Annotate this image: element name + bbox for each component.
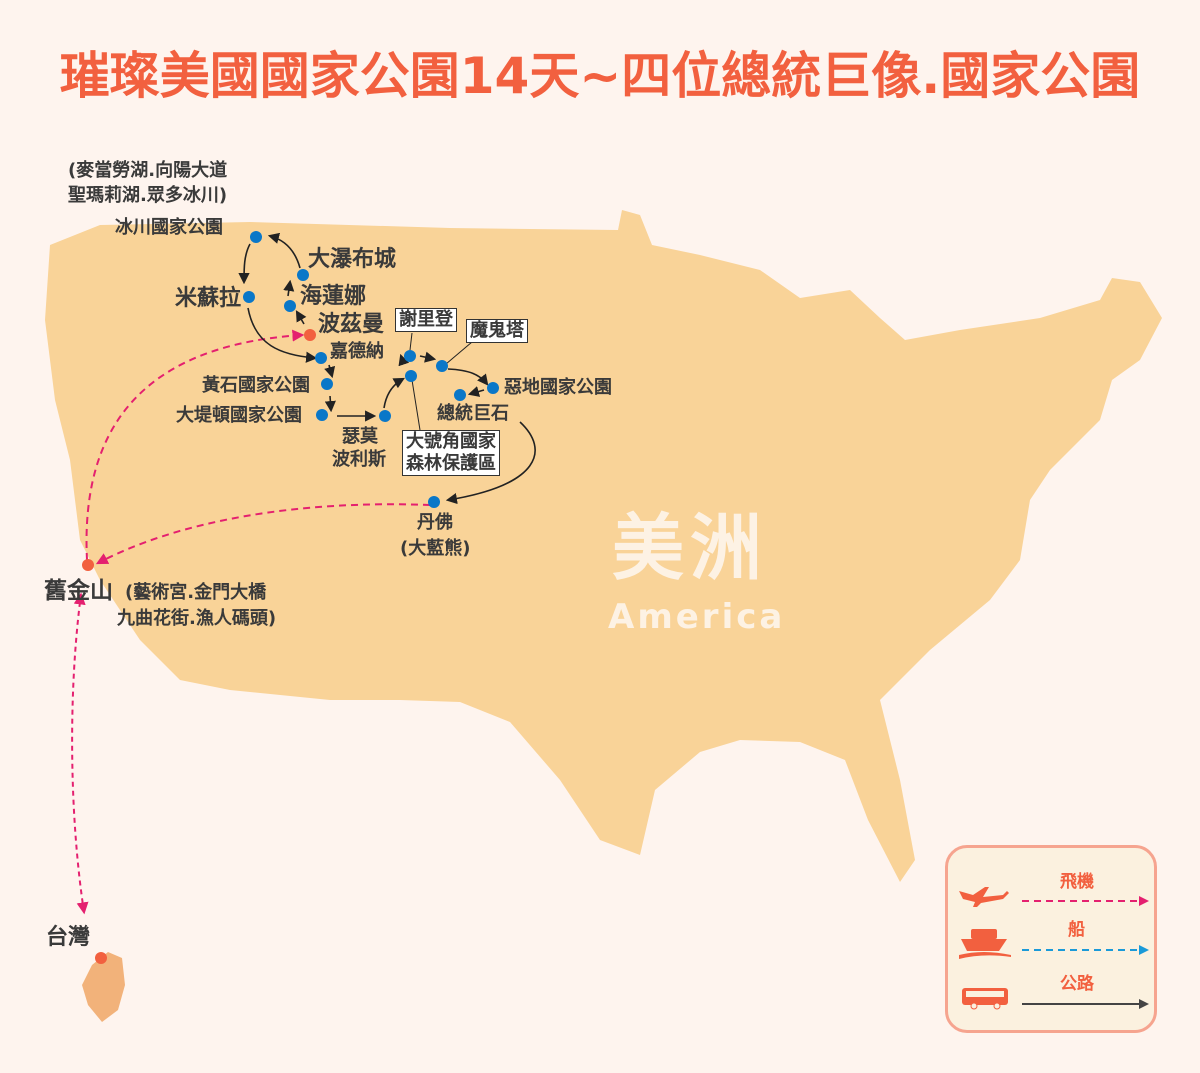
label-helena: 海蓮娜 xyxy=(300,284,367,309)
glacier-note-2: 聖瑪莉湖.眾多冰川) xyxy=(68,185,228,206)
label-denver-note: (大藍熊) xyxy=(400,538,471,559)
label-glacier: 冰川國家公園 xyxy=(115,217,223,238)
label-great-falls: 大瀑布城 xyxy=(308,247,397,272)
label-grand-teton: 大堤頓國家公園 xyxy=(176,405,302,426)
label-thermopolis-2: 波利斯 xyxy=(332,449,386,470)
label-taiwan: 台灣 xyxy=(46,925,91,950)
legend-flight-label: 飛機 xyxy=(1060,872,1094,892)
leader-lines xyxy=(409,332,473,431)
legend-ship-label: 船 xyxy=(1068,920,1085,940)
label-devils-tower: 魔鬼塔 xyxy=(466,319,528,343)
label-gardiner: 嘉德納 xyxy=(330,341,384,362)
label-sheridan: 謝里登 xyxy=(395,308,457,332)
bus-icon xyxy=(962,988,1008,1010)
label-bighorn-2: 森林保護區 xyxy=(406,453,496,474)
taiwan-island xyxy=(82,952,125,1022)
flight-route-sf-bozeman xyxy=(85,329,305,561)
ship-icon xyxy=(959,929,1011,959)
label-denver: 丹佛 xyxy=(417,512,453,533)
label-bozeman: 波茲曼 xyxy=(318,312,385,337)
label-thermopolis-1: 瑟莫 xyxy=(342,426,378,447)
label-sf-note-2: 九曲花街.漁人碼頭) xyxy=(117,608,277,629)
stops xyxy=(82,231,499,964)
watermark-en: America xyxy=(608,597,786,637)
label-yellowstone: 黃石國家公園 xyxy=(202,375,310,396)
airplane-icon xyxy=(959,887,1009,907)
glacier-note: (麥當勞湖.向陽大道 xyxy=(68,160,228,181)
label-san-francisco: 舊金山 xyxy=(44,578,113,604)
road-routes xyxy=(238,232,536,505)
label-bighorn: 大號角國家森林保護區 xyxy=(402,430,500,476)
label-bighorn-1: 大號角國家 xyxy=(406,431,496,452)
label-rushmore: 總統巨石 xyxy=(437,403,509,424)
legend: 飛機 船 公路 xyxy=(945,845,1157,1033)
flight-route-denver-sf xyxy=(95,503,431,565)
label-sf-note: (藝術宮.金門大橋 xyxy=(125,582,267,603)
page-title: 璀璨美國國家公園14天~四位總統巨像.國家公園 xyxy=(59,47,1141,105)
label-missoula: 米蘇拉 xyxy=(175,286,242,311)
legend-road-label: 公路 xyxy=(1060,974,1094,994)
watermark-zh: 美洲 xyxy=(612,506,769,590)
label-badlands: 惡地國家公園 xyxy=(504,377,612,398)
flight-route-sf-taiwan xyxy=(71,592,89,915)
legend-graphics xyxy=(959,887,1149,1010)
